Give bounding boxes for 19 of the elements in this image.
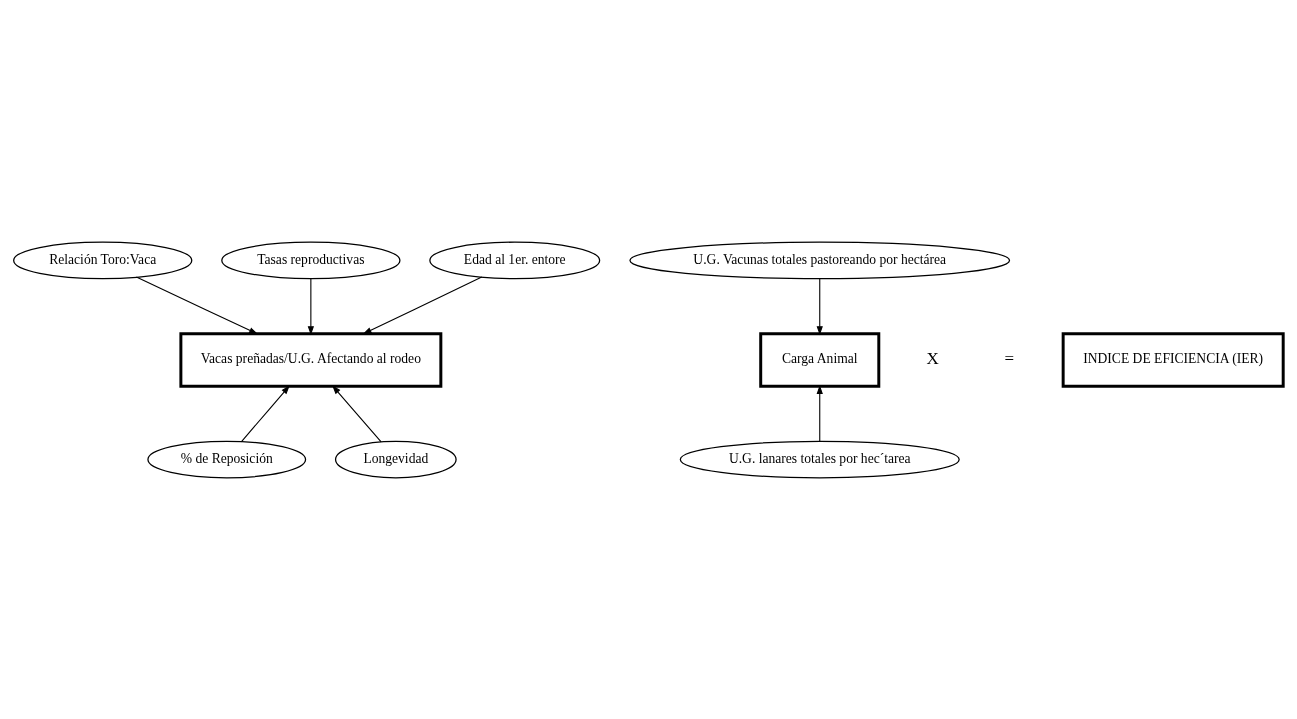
node-box: Carga Animal (759, 331, 881, 388)
arrow (816, 277, 823, 335)
node-ellipse: Tasas reproductivas (221, 241, 401, 279)
node-ellipse: Longevidad (334, 440, 457, 478)
arrow (240, 384, 290, 442)
node-ellipse: U.G. lanares totales por hec´tarea (679, 440, 960, 478)
label: = (1004, 348, 1014, 368)
arrow (332, 384, 382, 442)
node-box: INDICE DE EFICIENCIA (IER) (1061, 331, 1285, 388)
node-box: Vacas preñadas/U.G. Afectando al rodeo (179, 331, 443, 388)
node-ellipse: U.G. Vacunas totales pastoreando por hectárea (629, 241, 1011, 279)
arrow (362, 276, 483, 334)
node-ellipse: Edad al 1er. entore (429, 241, 601, 279)
arrow (816, 384, 823, 442)
label: X (926, 348, 939, 368)
node-ellipse: % de Reposición (147, 440, 307, 478)
arrow (135, 276, 258, 334)
node-ellipse: Relación Toro:Vaca (13, 241, 193, 279)
arrow (307, 277, 314, 335)
